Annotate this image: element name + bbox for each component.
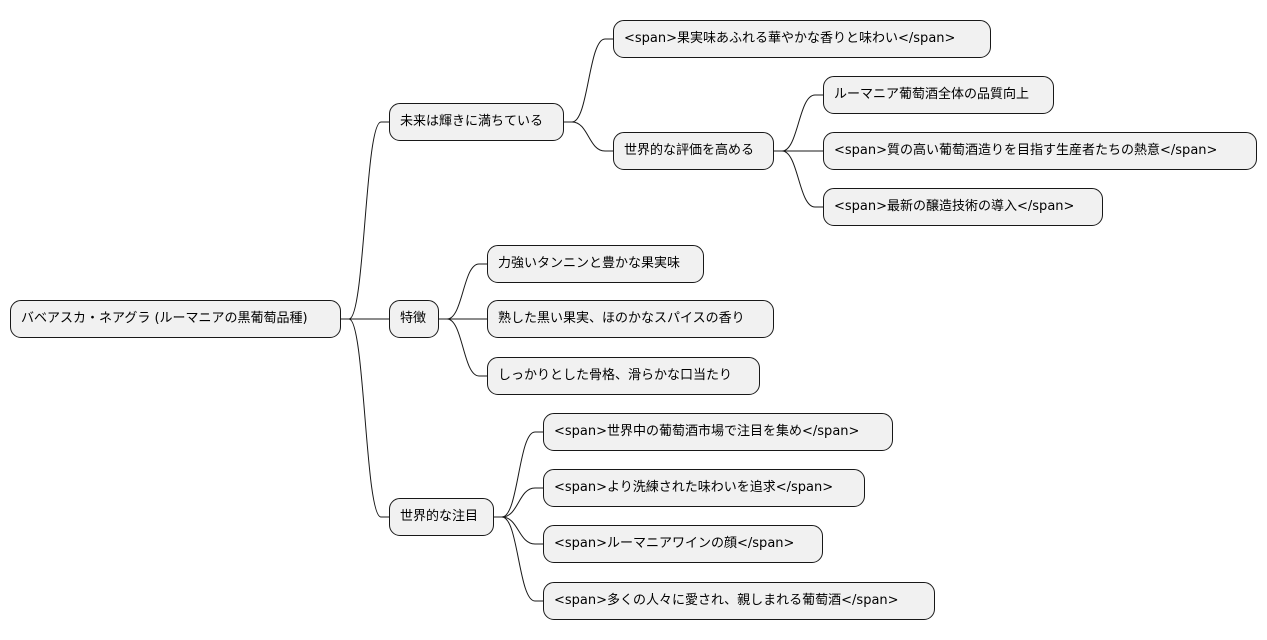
connector-branch-global-attention (341, 318, 389, 518)
leaf-world-market: <span>世界中の葡萄酒市場で注目を集め</span> (543, 413, 893, 451)
leaf-face-of-romanian-wine: <span>ルーマニアワインの顔</span> (543, 525, 823, 563)
leaf-fruity-aroma: <span>果実味あふれる華やかな香りと味わい</span> (613, 20, 991, 58)
connector-leaf-refined-taste (494, 487, 543, 518)
branch-global-attention: 世界的な注目 (389, 498, 494, 536)
leaf-producer-passion: <span>質の高い葡萄酒造りを目指す生産者たちの熱意</span> (823, 132, 1257, 170)
leaf-black-fruit: 熟した黒い果実、ほのかなスパイスの香り (487, 300, 774, 338)
connector-branch-future-bright (341, 121, 389, 320)
connector-leaf-world-market (494, 431, 543, 518)
connector-leaf-tannin (439, 263, 487, 320)
connector-leaf-fruity-aroma (564, 38, 613, 123)
branch-future-bright: 未来は輝きに満ちている (389, 103, 564, 141)
leaf-quality-improvement: ルーマニア葡萄酒全体の品質向上 (823, 76, 1054, 114)
leaf-tannin: 力強いタンニンと豊かな果実味 (487, 245, 704, 283)
leaf-latest-technology: <span>最新の醸造技術の導入</span> (823, 188, 1103, 226)
branch-global-reputation: 世界的な評価を高める (613, 132, 774, 170)
leaf-beloved-wine: <span>多くの人々に愛され、親しまれる葡萄酒</span> (543, 582, 935, 620)
connector-branch-global-reputation (564, 121, 613, 152)
connector-leaf-beloved-wine (494, 516, 543, 602)
leaf-structure: しっかりとした骨格、滑らかな口当たり (487, 357, 760, 395)
connector-leaf-structure (439, 318, 487, 377)
connector-leaf-latest-technology (774, 150, 823, 208)
root-node: バベアスカ・ネアグラ (ルーマニアの黒葡萄品種) (10, 300, 341, 338)
branch-features: 特徴 (389, 300, 439, 338)
connector-leaf-face-of-romanian-wine (494, 516, 543, 545)
leaf-refined-taste: <span>より洗練された味わいを追求</span> (543, 469, 865, 507)
connector-leaf-quality-improvement (774, 94, 823, 152)
